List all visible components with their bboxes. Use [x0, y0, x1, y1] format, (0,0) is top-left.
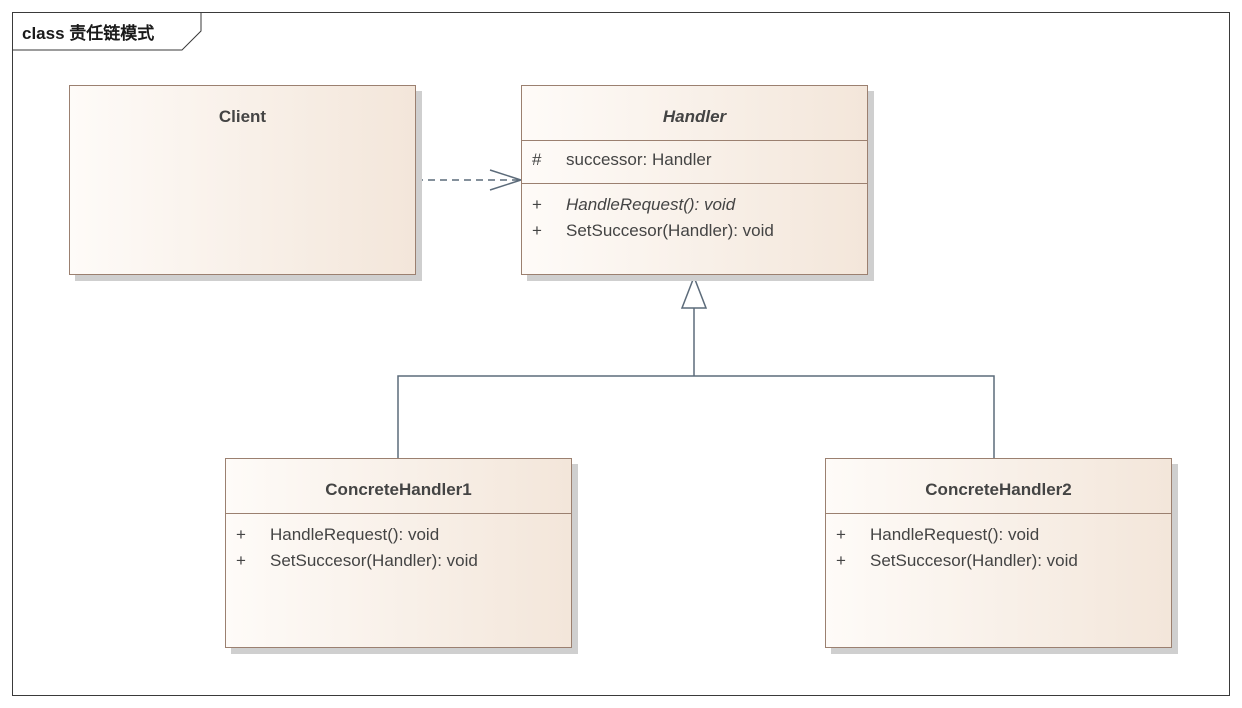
operation-text: SetSuccesor(Handler): void [870, 551, 1078, 570]
operation-row[interactable]: + HandleRequest(): void [226, 522, 571, 548]
visibility-marker: + [836, 525, 846, 544]
operation-row[interactable]: + HandleRequest(): void [522, 192, 867, 218]
visibility-marker: # [532, 150, 542, 169]
operation-text: HandleRequest(): void [566, 195, 736, 214]
operation-row[interactable]: + SetSuccesor(Handler): void [522, 218, 867, 244]
attribute-text: successor: Handler [566, 150, 712, 169]
operation-row[interactable]: + HandleRequest(): void [826, 522, 1171, 548]
visibility-marker: + [836, 551, 846, 570]
operation-row[interactable]: + SetSuccesor(Handler): void [826, 548, 1171, 574]
generalization-to-handler[interactable] [397, 274, 995, 458]
diagram-name: 责任链模式 [69, 24, 155, 44]
visibility-marker: + [532, 195, 542, 214]
class-name: Handler [662, 107, 727, 126]
class-concrete-handler-1[interactable]: ConcreteHandler1 + HandleRequest(): void… [225, 458, 572, 648]
class-handler[interactable]: Handler # successor: Handler + HandleReq… [521, 85, 868, 275]
class-name: ConcreteHandler2 [925, 480, 1072, 499]
attributes-compartment: # successor: Handler [522, 141, 867, 183]
operation-text: SetSuccesor(Handler): void [270, 551, 478, 570]
frame-name-tab [12, 12, 202, 51]
visibility-marker: + [236, 525, 246, 544]
compartment-divider [522, 183, 867, 184]
class-client[interactable]: Client [69, 85, 416, 275]
compartment-divider [226, 513, 571, 514]
attribute-row[interactable]: # successor: Handler [522, 147, 867, 173]
dependency-client-to-handler[interactable] [416, 169, 524, 191]
operations-compartment: + HandleRequest(): void + SetSuccesor(Ha… [522, 184, 867, 244]
visibility-marker: + [236, 551, 246, 570]
visibility-marker: + [532, 221, 542, 240]
operation-text: HandleRequest(): void [270, 525, 440, 544]
operation-text: HandleRequest(): void [870, 525, 1040, 544]
operation-text: SetSuccesor(Handler): void [566, 221, 774, 240]
operation-row[interactable]: + SetSuccesor(Handler): void [226, 548, 571, 574]
operations-compartment: + HandleRequest(): void + SetSuccesor(Ha… [226, 514, 571, 574]
diagram-frame [12, 12, 1230, 696]
diagram-title: class 责任链模式 [22, 19, 154, 44]
compartment-divider [522, 140, 867, 141]
class-name: ConcreteHandler1 [325, 480, 472, 499]
operations-compartment: + HandleRequest(): void + SetSuccesor(Ha… [826, 514, 1171, 574]
compartment-divider [826, 513, 1171, 514]
diagram-keyword: class [22, 24, 65, 43]
class-name: Client [218, 107, 267, 126]
class-concrete-handler-2[interactable]: ConcreteHandler2 + HandleRequest(): void… [825, 458, 1172, 648]
inheritance-arrowhead-icon [680, 274, 708, 309]
